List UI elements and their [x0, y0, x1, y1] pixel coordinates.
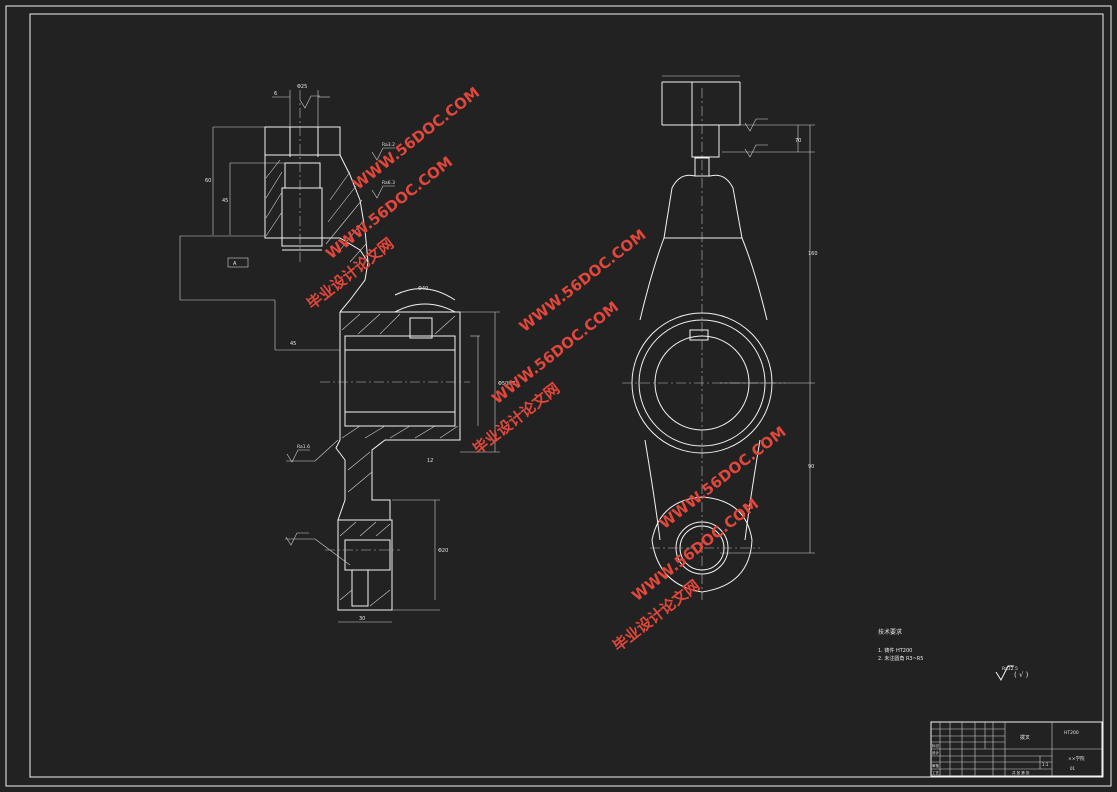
dim-left-b: 45	[222, 198, 228, 204]
watermark-3: 毕业设计论文网 WWW.56DOC.COM WWW.56DOC.COM	[609, 423, 789, 656]
title-scale: 1:1	[1042, 762, 1049, 767]
front-view	[622, 75, 815, 600]
surface-symbol-value: Ra12.5	[1002, 666, 1018, 672]
section-view	[179, 90, 500, 623]
surface-symbol-suffix: ( √ )	[1014, 671, 1029, 679]
watermark-2: 毕业设计论文网 WWW.56DOC.COM WWW.56DOC.COM	[469, 226, 649, 459]
dim-lower-right: 90	[808, 464, 814, 470]
dim-upper-right: 70	[795, 138, 801, 144]
dim-bore: Φ50H7	[498, 381, 515, 387]
title-drawing-no: 01	[1070, 766, 1076, 771]
dim-boss: Φ40	[418, 286, 428, 292]
inner-border	[29, 13, 1104, 778]
title-sheet-info: 共 张 第 张	[1012, 770, 1030, 775]
title-block	[930, 721, 1103, 777]
title-material: HT200	[1064, 730, 1079, 736]
title-row-label-3: 审核	[932, 763, 940, 768]
dim-height-right: 160	[808, 251, 818, 257]
surface-symbol	[995, 665, 1014, 682]
title-row-label-4: 工艺	[932, 770, 940, 775]
watermark-1: 毕业设计论文网 WWW.56DOC.COM WWW.56DOC.COM	[303, 83, 483, 313]
outer-border	[5, 5, 1112, 787]
dim-left-a: 60	[205, 178, 211, 184]
title-part-name: 拨叉	[1020, 734, 1030, 741]
dim-key: 6	[274, 91, 277, 97]
dim-top-width: Φ25	[297, 84, 307, 90]
rough-1: Ra3.2	[382, 142, 395, 148]
tech-note-2: 2. 未注圆角 R3~R5	[878, 655, 923, 662]
title-school: ××学院	[1068, 755, 1085, 762]
title-row-label-2: 设计	[932, 750, 940, 755]
tech-note-1: 1. 铸件 HT200	[878, 647, 912, 654]
dim-lower-len: 30	[359, 616, 365, 622]
dim-hub-len: 45	[290, 341, 296, 347]
datum-label: A	[233, 261, 237, 267]
dim-lower-bore: Φ20	[438, 548, 448, 554]
title-row-label-1: 标记	[932, 743, 940, 748]
dim-offset: 12	[427, 458, 433, 464]
rough-2: Ra6.3	[382, 180, 395, 186]
tech-notes-title: 技术要求	[878, 628, 902, 636]
rough-3: Ra1.6	[297, 444, 310, 450]
